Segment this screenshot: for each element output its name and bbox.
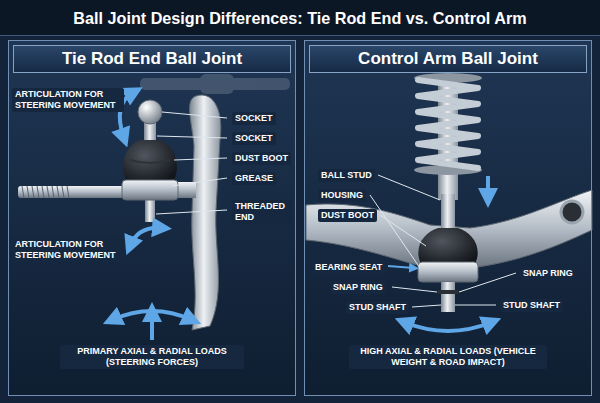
leader-line [455,305,496,306]
part-label: SNAP RING [330,281,386,294]
articulation-arrow [130,228,162,246]
part-label: ARTICULATION FOR STEERING MOVEMENT [12,238,124,262]
leader-line [172,178,227,186]
thread [32,186,34,198]
stud-shaft [441,282,455,312]
socket-housing [122,180,178,200]
part-label: ARTICULATION FOR STEERING MOVEMENT [12,88,124,112]
steering-rack-ghost [140,74,290,94]
boot-rib [130,160,170,163]
thread [67,186,69,198]
leader-line [370,195,420,268]
panel-ground [8,40,296,396]
load-arrow [150,312,154,340]
leader-line [162,112,227,118]
part-label: HIGH AXIAL & RADIAL LOADS (VEHICLE WEIGH… [349,345,547,369]
leader-line [459,273,516,292]
motion-arrows [112,92,192,340]
part-label: DUST BOOT [232,152,291,165]
part-label: STUD SHAFT [346,301,409,314]
tie-rod-shaft [18,186,124,198]
part-label: THREADED END [232,200,292,224]
pointer-arrow [388,266,414,268]
part-label: DUST BOOT [318,209,377,222]
rack-housing [200,74,234,94]
joint-housing [418,262,478,282]
panel-heading: Tie Rod End Ball Joint [13,45,291,73]
steering-knuckle [190,95,221,330]
control-arm [306,190,592,268]
arm-bushing [561,201,583,223]
leader-line [174,158,227,160]
part-label: BEARING SEAT [312,261,385,274]
part-label: SNAP RING [520,267,576,280]
thread [37,186,39,198]
leader-line [378,175,440,200]
leader-line [412,305,441,307]
thread [62,186,64,198]
leader-line [157,136,227,138]
thread [42,186,44,198]
thread [27,186,29,198]
thread [22,186,24,198]
load-arrow [404,322,492,331]
dust-boot [418,228,477,266]
part-label: HOUSING [318,189,366,202]
part-label: SOCKET [232,112,276,125]
leader-line [392,287,437,292]
snap-ring [437,290,459,294]
part-label: GREASE [232,172,276,185]
leader-lines [156,112,227,214]
part-label: PRIMARY AXIAL & RADIAL LOADS (STEERING F… [60,345,244,369]
panel-ground [304,40,592,396]
coil-spring [418,80,478,168]
thread [57,186,59,198]
thread-lines [22,186,69,198]
leader-lines [370,175,516,307]
part-label: BALL STUD [318,169,375,182]
leader-line [380,215,426,246]
dust-boot [123,140,177,184]
panel-heading: Control Arm Ball Joint [309,45,587,73]
thread [52,186,54,198]
part-label: SOCKET [232,132,276,145]
leader-line [156,210,227,214]
load-arrow [486,176,490,198]
threaded-stud [145,198,155,222]
part-label: STUD SHAFT [500,299,563,312]
title-text: Ball Joint Design Differences: Tie Rod E… [0,0,600,36]
thread [47,186,49,198]
ball-stud [138,100,162,124]
